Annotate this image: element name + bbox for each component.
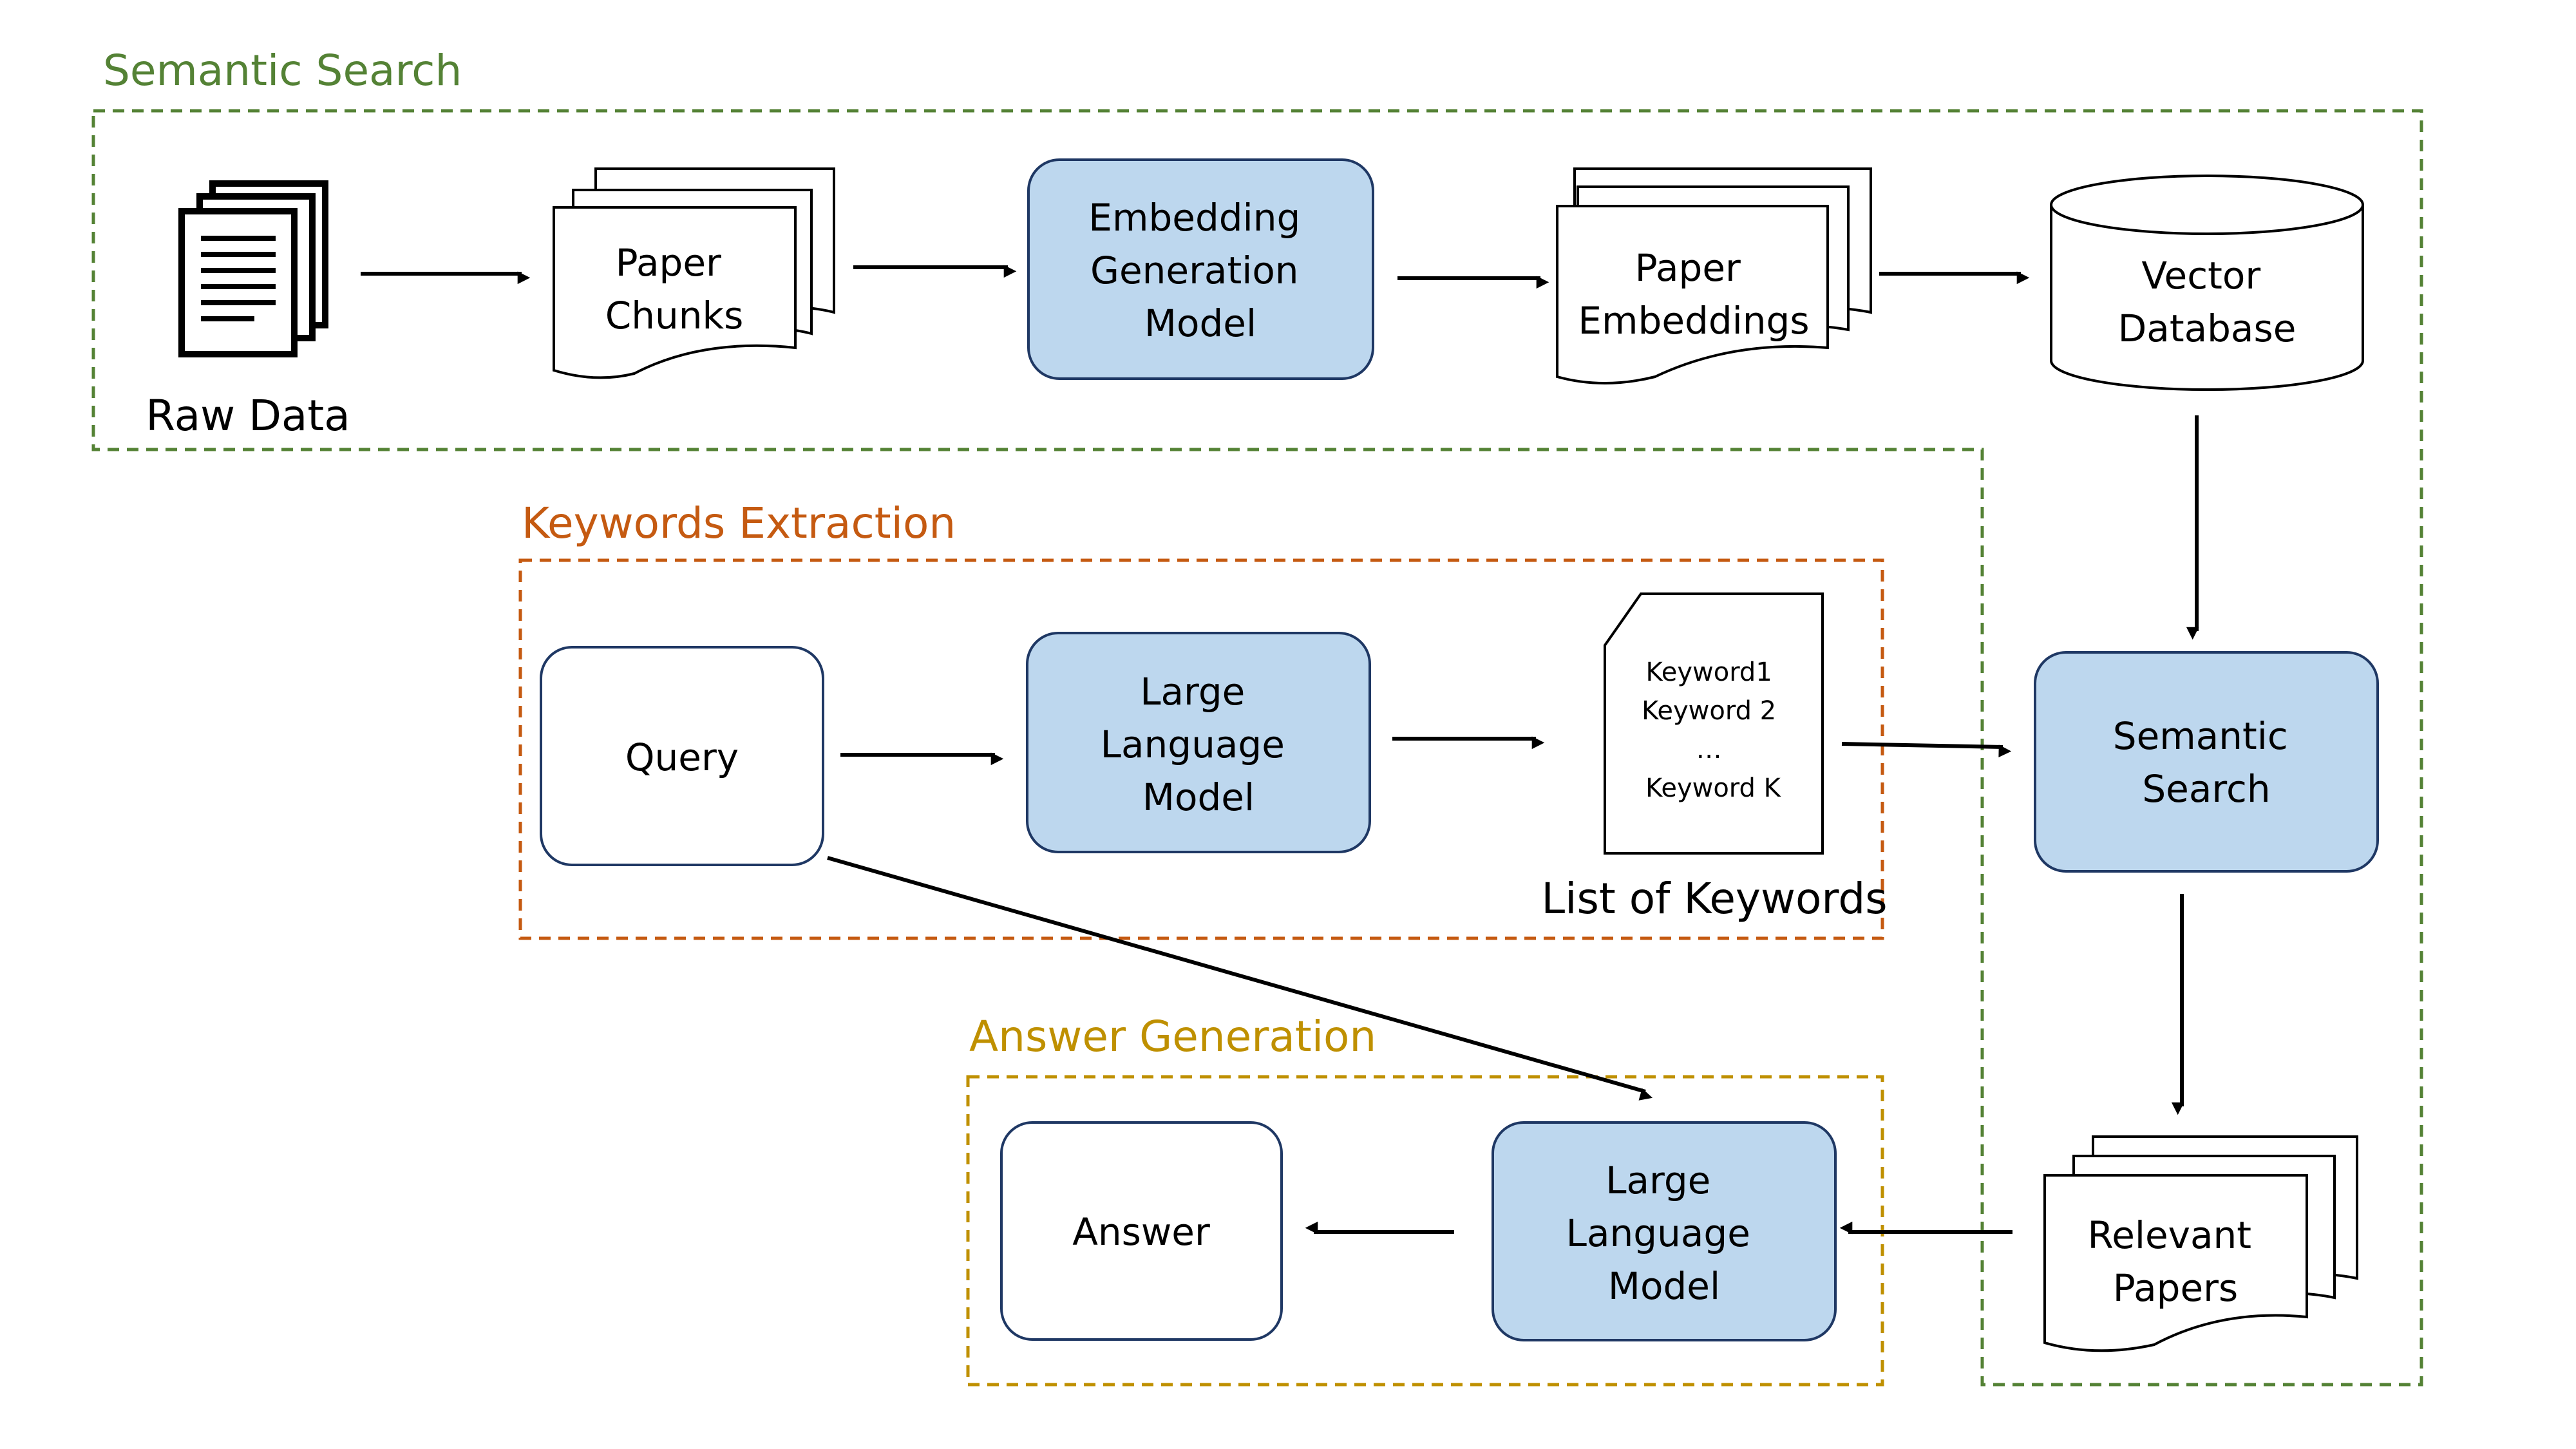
answer-label: Answer [1072,1210,1210,1254]
semantic-search-boundary [91,109,2423,1387]
keywords-list-node: Keyword1 Keyword 2 … Keyword K List of K… [1541,592,1888,923]
group-semantic-search: Semantic Search [91,46,2423,1387]
keywords-extraction-boundary [518,558,1884,940]
llm-keywords-label: Large Language Model [1101,670,1297,819]
semantic-search-group-title: Semantic Search [103,46,462,95]
keywords-extraction-group-title: Keywords Extraction [522,498,956,548]
query-label: Query [625,735,739,779]
vector-database-label: Vector Database [2118,254,2297,350]
embedding-generation-model-node[interactable]: Embedding Generation Model [1027,158,1374,380]
database-icon [2050,175,2364,235]
edges [361,265,2199,1235]
raw-data-node: Raw Data [146,180,350,440]
keywords-list-caption: List of Keywords [1541,874,1887,923]
relevant-papers-label: Relevant Papers [2088,1213,2264,1310]
arrow-keywords-list-to-semantic-search [1841,742,2012,757]
group-keywords-extraction: Keywords Extraction [518,498,1884,940]
query-node[interactable]: Query [540,646,824,866]
paper-embeddings-label: Paper Embeddings [1578,246,1809,343]
answer-node[interactable]: Answer [1000,1121,1283,1341]
raw-data-label: Raw Data [146,391,350,440]
paper-embeddings-node: Paper Embeddings [1556,167,1872,384]
paper-chunks-node: Paper Chunks [553,167,835,379]
llm-answer-node[interactable]: Large Language Model [1492,1121,1837,1341]
relevant-papers-node: Relevant Papers [2043,1135,2358,1352]
paper-chunks-label: Paper Chunks [605,241,744,337]
vector-database-node: Vector Database [2050,175,2364,391]
answer-generation-group-title: Answer Generation [969,1012,1376,1061]
llm-keywords-node[interactable]: Large Language Model [1026,632,1371,853]
llm-answer-label: Large Language Model [1566,1159,1763,1308]
semantic-search-node[interactable]: Semantic Search [2034,651,2379,873]
semantic-search-label: Semantic Search [2113,714,2300,811]
documents-icon [178,180,328,357]
arrow-query-to-llm-answer [827,856,1653,1101]
embedding-generation-model-label: Embedding Generation Model [1088,196,1312,345]
keywords-list-lines: Keyword1 Keyword 2 … Keyword K [1642,658,1785,803]
